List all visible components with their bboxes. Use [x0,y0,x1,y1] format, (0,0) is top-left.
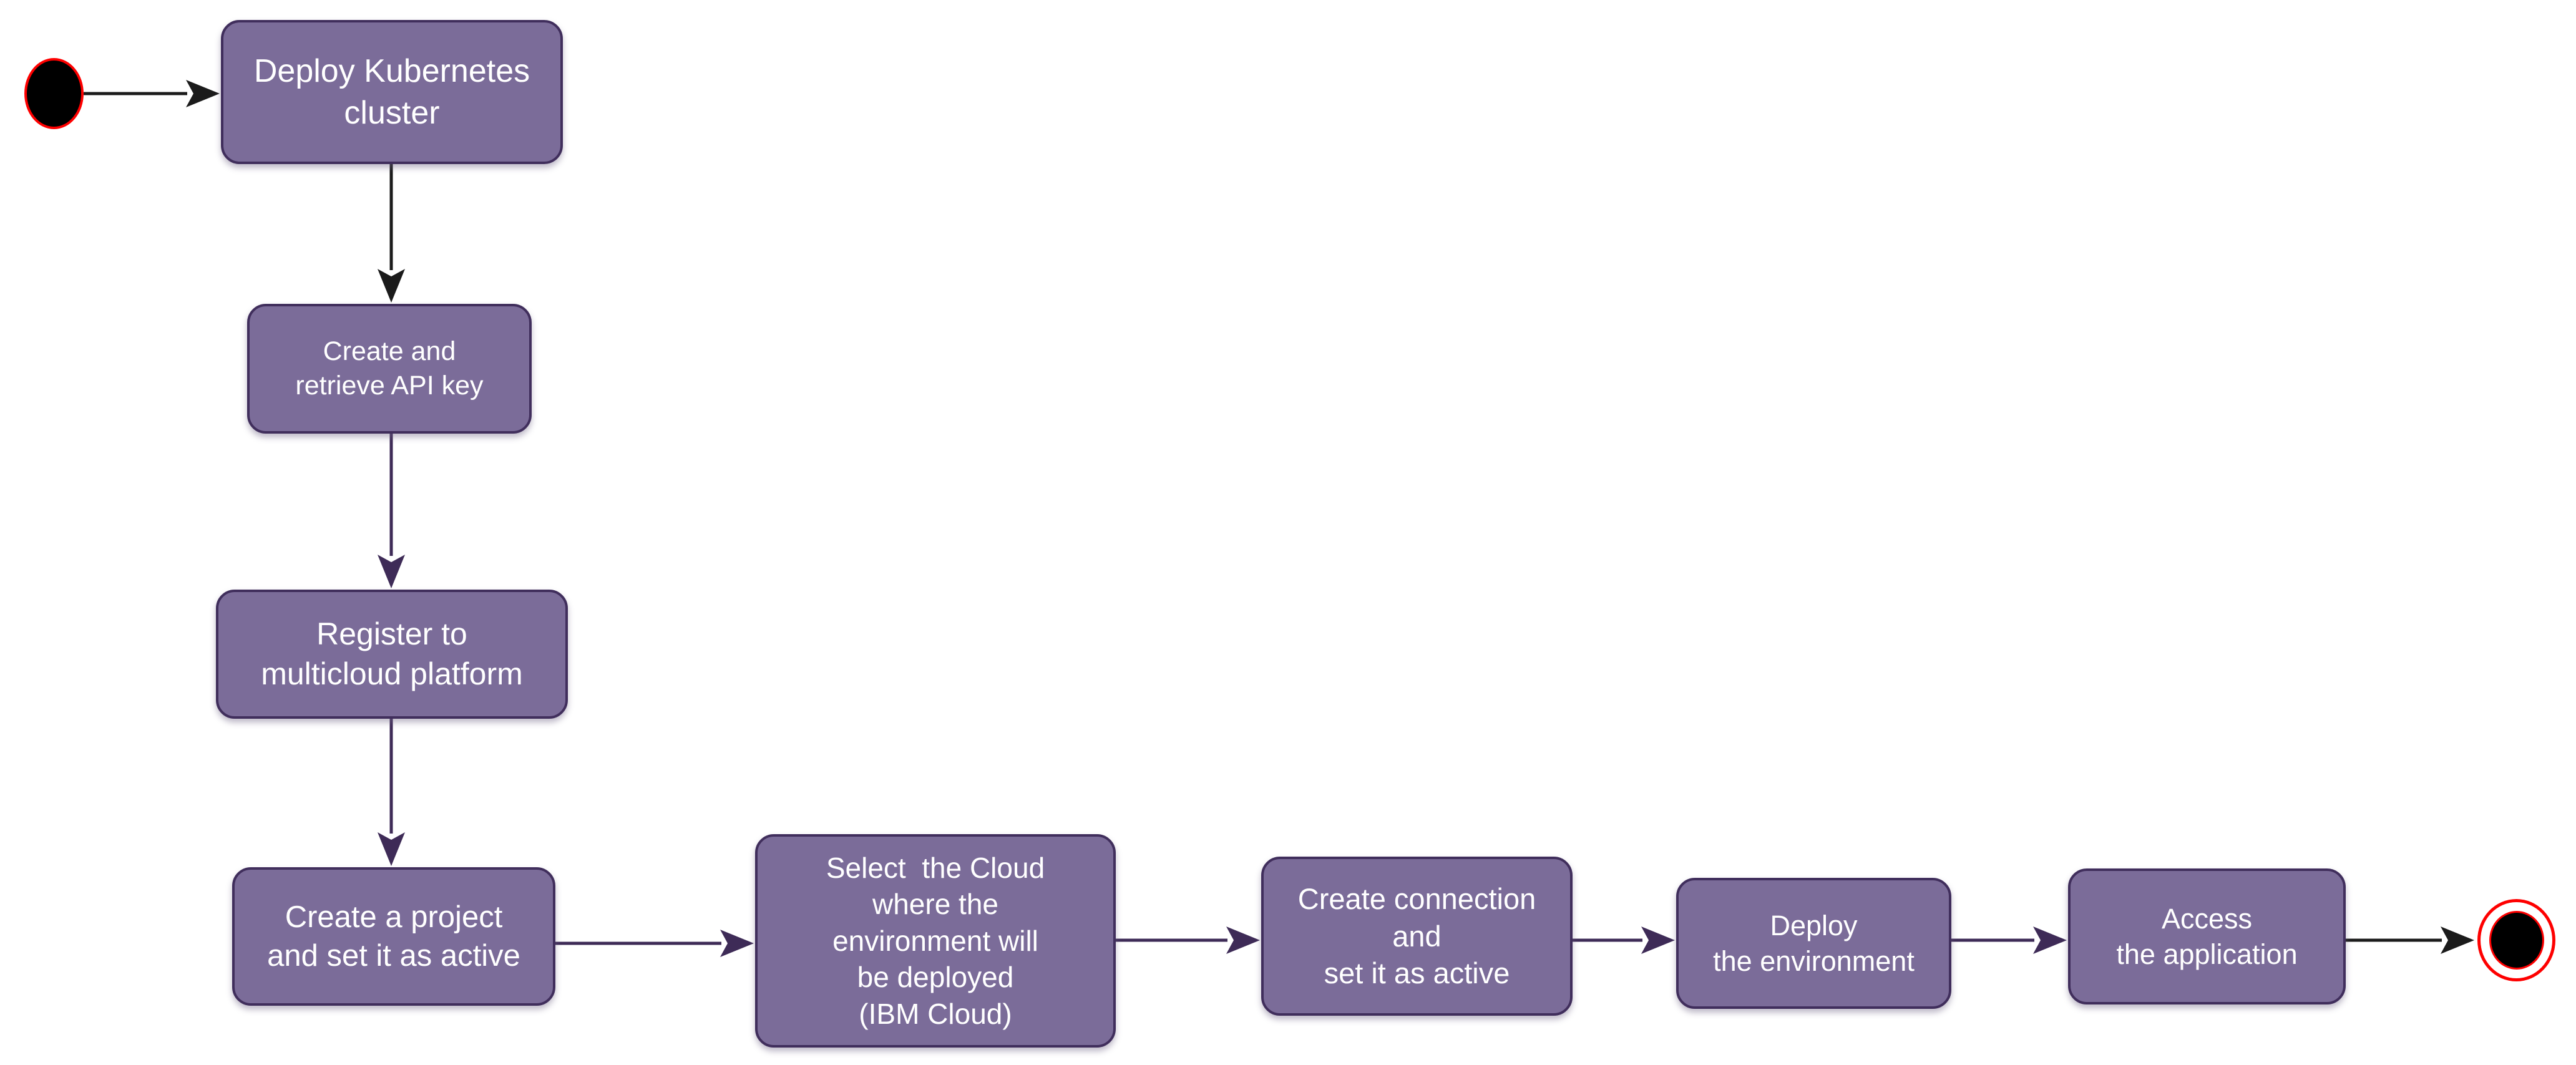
final-state-node [2477,899,2555,981]
edge-deploy-kubernetes-to-create-api-key [378,164,405,303]
final-state-core [2489,911,2544,970]
activity-label: Register to multicloud platform [261,616,523,691]
edge-create-project-to-select-cloud [555,930,754,957]
activity-register-multicloud-platform: Register to multicloud platform [216,590,568,719]
edge-register-multicloud-to-create-project [378,719,405,866]
edge-access-application-to-end [2346,926,2474,954]
activity-label: Create and retrieve API key [295,336,484,401]
activity-label: Select the Cloud where the environment w… [826,851,1045,1030]
activity-create-retrieve-api-key: Create and retrieve API key [247,304,532,434]
activity-create-connection-set-active: Create connection and set it as active [1261,857,1573,1016]
activity-label: Create connection and set it as active [1297,882,1536,990]
activity-label: Deploy Kubernetes cluster [253,53,530,131]
edge-select-cloud-to-create-connection [1116,926,1260,954]
activity-deploy-kubernetes-cluster: Deploy Kubernetes cluster [221,20,563,164]
activity-label: Access the application [2116,902,2298,970]
activity-label: Create a project and set it as active [267,900,520,973]
initial-state-node [24,58,84,129]
edge-start-to-deploy-kubernetes-cluster [84,80,220,107]
activity-select-cloud: Select the Cloud where the environment w… [755,834,1116,1048]
edge-create-api-key-to-register-multicloud [378,434,405,588]
activity-create-project-set-active: Create a project and set it as active [232,867,555,1006]
edge-create-connection-to-deploy-environment [1573,926,1675,954]
activity-label: Deploy the environment [1713,909,1915,977]
activity-deploy-environment: Deploy the environment [1676,878,1951,1009]
edge-deploy-environment-to-access-application [1951,926,2067,954]
activity-access-application: Access the application [2068,868,2346,1004]
